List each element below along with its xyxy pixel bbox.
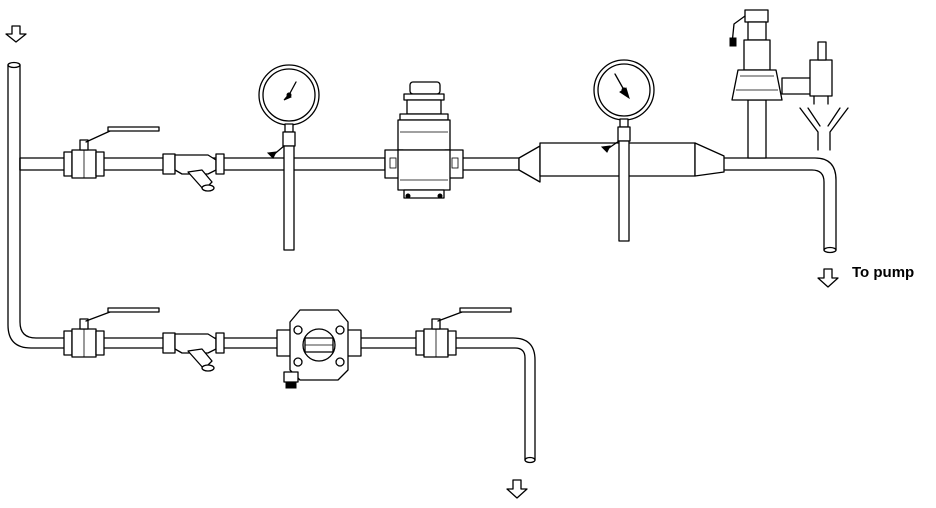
inlet-arrow-icon bbox=[5, 25, 27, 43]
bypass-outlet-arrow-icon bbox=[506, 479, 528, 499]
pipe-expander bbox=[518, 142, 725, 183]
bypass-outlet-ball-valve bbox=[415, 307, 512, 358]
upper-pressure-gauge bbox=[258, 64, 320, 251]
bypass-inlet-ball-valve bbox=[63, 307, 160, 358]
bypass-steam-trap bbox=[276, 309, 362, 389]
downstream-pressure-gauge bbox=[593, 59, 655, 242]
drain-tundish bbox=[799, 107, 849, 151]
upper-y-strainer bbox=[162, 153, 225, 192]
pressure-reducing-valve bbox=[384, 81, 464, 199]
pump-outlet-arrow-icon bbox=[817, 268, 839, 288]
to-pump-label: To pump bbox=[852, 264, 915, 281]
safety-relief-valve bbox=[729, 9, 833, 159]
riser-pipe bbox=[7, 61, 536, 464]
bypass-y-strainer bbox=[162, 332, 225, 372]
upper-ball-valve bbox=[63, 126, 160, 179]
